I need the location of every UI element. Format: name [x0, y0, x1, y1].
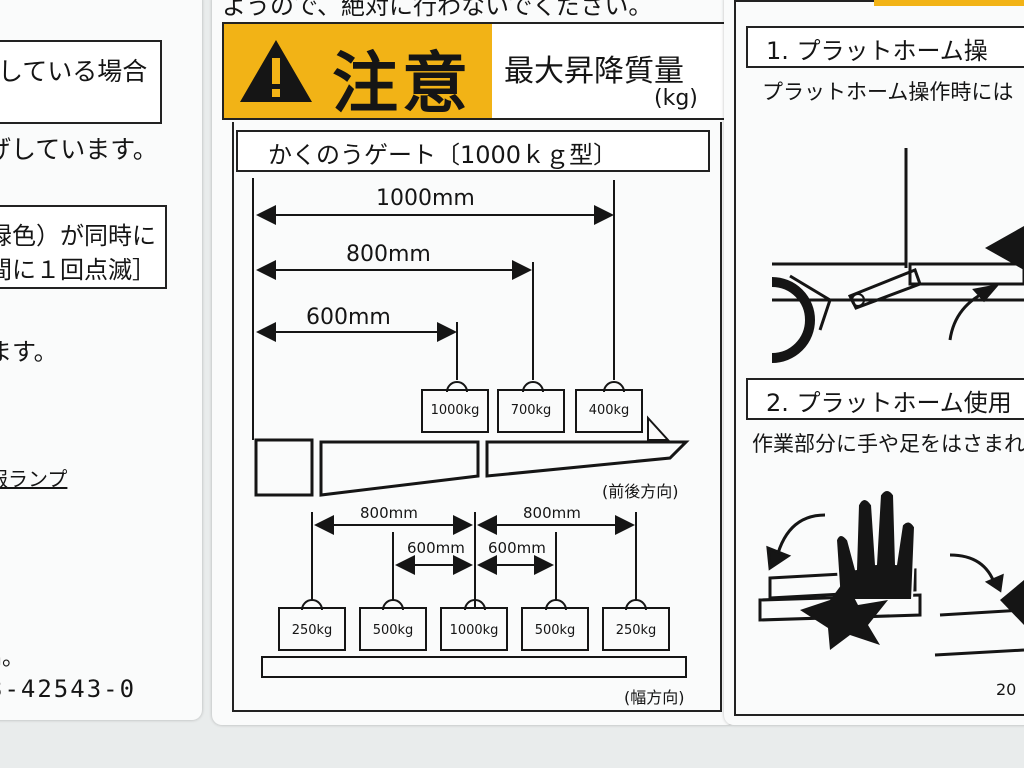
step2-title-box	[746, 378, 1024, 420]
pinch-burst-icon	[800, 580, 888, 650]
left-label-panel: している場合 げしています。 緑色）が同時に 間に１回点滅］ ます。 報ランプ …	[0, 0, 202, 720]
dim-label-1000mm: 1000mm	[376, 186, 475, 211]
dim-label-800mm: 800mm	[346, 242, 431, 267]
platform-width-bar	[261, 656, 687, 678]
max-mass-unit: (kg)	[654, 86, 698, 111]
left-part-number: 3-42543-0	[0, 675, 137, 703]
left-boxed-note-2	[0, 205, 167, 289]
caution-header: 注意 最大昇降質量 (kg)	[222, 22, 732, 122]
step2-title: 2. プラットホーム使用	[766, 389, 1012, 417]
left-text-5: ます。	[0, 338, 58, 366]
left-text-1: している場合	[0, 57, 148, 86]
weight-label-1000kg: 1000kg	[430, 403, 480, 418]
step2-text: 作業部分に手や足をはさまれ	[752, 432, 1024, 456]
weight-label-700kg: 700kg	[510, 403, 552, 418]
max-mass-title: 最大昇降質量	[504, 54, 684, 89]
center-top-text: ようので、絶対に行わないでください。	[222, 0, 653, 20]
dim-label-width-600mm-right: 600mm	[488, 539, 546, 557]
right-yellow-strip	[874, 0, 1024, 6]
weight-label-width-250kg-left: 250kg	[291, 623, 333, 638]
weight-label-width-500kg-right: 500kg	[534, 623, 576, 638]
step1-title-box	[746, 26, 1024, 68]
left-text-6: 報ランプ	[0, 467, 68, 491]
left-text-3: 緑色）が同時に	[0, 222, 156, 250]
caution-yellow-block: 注意	[224, 24, 492, 122]
diagram-frame	[232, 122, 722, 712]
front-rear-direction-label: (前後方向)	[602, 482, 679, 501]
truck-wheel-icon	[771, 277, 815, 363]
weight-1000kg-shape	[421, 381, 489, 433]
hand-icon	[834, 489, 917, 601]
dim-label-width-800mm-right: 800mm	[523, 504, 581, 522]
platform-segment-3	[485, 440, 690, 478]
dim-label-width-800mm-left: 800mm	[360, 504, 418, 522]
left-boxed-note-1	[0, 40, 162, 124]
warning-triangle-icon	[240, 40, 312, 102]
caution-label: 注意	[332, 44, 472, 122]
dim-label-600mm: 600mm	[306, 305, 391, 330]
weight-label-400kg: 400kg	[588, 403, 630, 418]
gate-title: かくのうゲート〔1000ｋｇ型〕	[268, 141, 618, 169]
step1-title: 1. プラットホーム操	[766, 37, 988, 65]
platform-segment-1	[254, 438, 314, 497]
dim-label-width-600mm-left: 600mm	[407, 539, 465, 557]
left-text-4: 間に１回点滅］	[0, 256, 156, 284]
weight-700kg-shape	[497, 381, 565, 433]
weight-label-width-500kg-left: 500kg	[372, 623, 414, 638]
weight-label-width-1000kg: 1000kg	[449, 623, 499, 638]
weight-label-width-250kg-right: 250kg	[615, 623, 657, 638]
platform-tip-flap	[647, 415, 671, 441]
left-text-2: げしています。	[0, 135, 158, 164]
gate-title-box	[236, 130, 710, 172]
step1-text: プラットホーム操作時には	[762, 80, 1014, 104]
width-direction-label: (幅方向)	[624, 688, 685, 707]
weight-400kg-shape	[575, 381, 643, 433]
left-text-7: n。	[0, 646, 24, 671]
platform-segment-2	[319, 440, 480, 497]
right-footer-code: 20	[996, 680, 1017, 699]
